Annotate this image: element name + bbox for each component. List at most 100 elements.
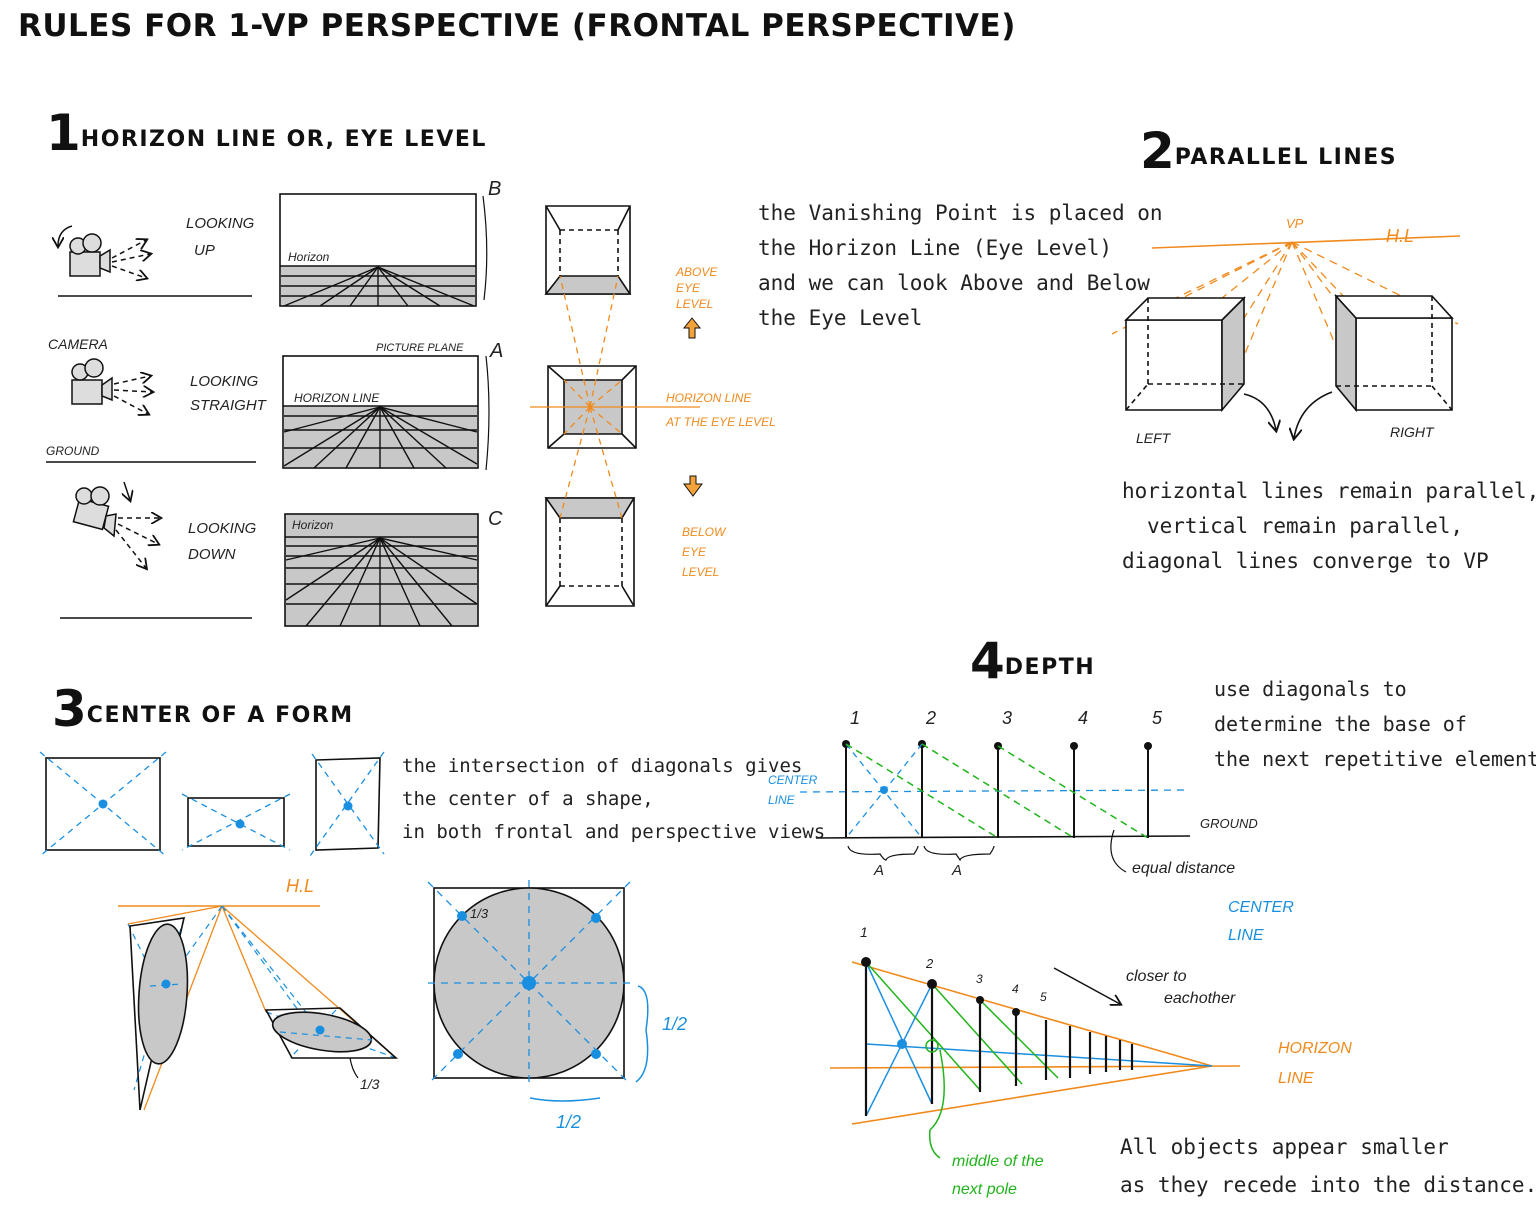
below-eye-level-label: BELOW EYE LEVEL	[682, 522, 725, 582]
ground-label-1: GROUND	[46, 444, 100, 458]
pole-label-5: 5	[1152, 708, 1163, 728]
above-line-2: EYE	[676, 281, 701, 295]
section-4-para2-line-2: as they recede into the distance.	[1120, 1173, 1536, 1197]
pole2-label-2: 2	[926, 956, 934, 971]
third-label-a: 1/3	[360, 1076, 380, 1092]
section-2-diagram	[1111, 235, 1461, 438]
section-2-paragraph: horizontal lines remain parallel, vertic…	[1122, 474, 1536, 579]
above-line-3: LEVEL	[676, 297, 714, 311]
half-label-a: 1/2	[662, 1014, 688, 1034]
letter-c: C	[488, 508, 503, 530]
middle-pole-label: middle of the next pole	[952, 1148, 1044, 1204]
left-label: LEFT	[1136, 430, 1171, 446]
horizon-line-label: HORIZON LINE	[294, 391, 380, 405]
section-3-label: center of a form	[86, 703, 354, 728]
looking-up-line-1: LOOKING	[186, 215, 255, 232]
camera-straight-icon	[71, 358, 152, 414]
pole-label-3: 3	[1002, 708, 1013, 728]
section-1-para-line-4: the Eye Level	[758, 306, 923, 330]
letter-b: B	[488, 178, 502, 200]
horizon-line-4-line-2: LINE	[1278, 1070, 1314, 1087]
horizon-c-label: Horizon	[292, 518, 334, 532]
picture-plane-label: PICTURE PLANE	[376, 342, 464, 354]
hl-label-2: H.L	[1386, 226, 1415, 246]
arrow-up-icon	[682, 317, 702, 339]
section-1-number: 1	[46, 104, 81, 162]
section-2-para-line-2: vertical remain parallel,	[1146, 514, 1464, 538]
looking-straight-line-2: STRAIGHT	[190, 397, 266, 414]
closer-line-2: eachother	[1164, 990, 1236, 1007]
camera-down-icon	[72, 481, 160, 568]
half-label-b: 1/2	[556, 1112, 582, 1132]
section-3-paragraph: the intersection of diagonals gives the …	[402, 750, 825, 849]
section-2-number: 2	[1140, 122, 1175, 180]
looking-straight-line-1: LOOKING	[190, 373, 259, 390]
closer-line-1: closer to	[1126, 968, 1187, 985]
section-1-para-line-2: the Horizon Line (Eye Level)	[758, 236, 1113, 260]
section-4-recession	[829, 957, 1241, 1159]
section-3-para-line-1: the intersection of diagonals gives	[402, 755, 803, 777]
pole2-label-1: 1	[860, 924, 868, 940]
pole-label-4: 4	[1078, 708, 1089, 728]
bracket-b	[482, 195, 488, 301]
section-2-para-line-3: diagonal lines converge to VP	[1122, 549, 1489, 573]
section-4-number: 4	[970, 632, 1005, 690]
bracket-a	[485, 355, 490, 471]
center-line-2-line-2: LINE	[1228, 927, 1264, 944]
picture-plane-b	[279, 193, 477, 307]
section-4-paragraph: use diagonals to determine the base of t…	[1214, 672, 1536, 777]
section-1-heading: 1Horizon line or, Eye level	[46, 104, 487, 162]
picture-plane-c	[284, 513, 479, 627]
right-label: RIGHT	[1390, 424, 1434, 440]
below-line-2: EYE	[682, 545, 707, 559]
pole2-label-5: 5	[1040, 990, 1047, 1004]
cube-above	[544, 205, 632, 295]
center-line-line-2: LINE	[768, 793, 795, 807]
section-1-para-line-1: the Vanishing Point is placed on	[758, 201, 1163, 225]
section-4-paragraph-2: All objects appear smaller as they reced…	[1120, 1128, 1536, 1204]
section-2-heading: 2parallel lines	[1140, 122, 1397, 180]
looking-down-line-2: DOWN	[188, 546, 236, 563]
section-1-label: Horizon line or, Eye level	[80, 127, 487, 152]
letter-a: A	[490, 340, 504, 362]
middle-pole-line-2: next pole	[952, 1181, 1017, 1198]
center-line-label: CENTER LINE	[768, 770, 817, 810]
page-title: RULES FOR 1-VP PERSPECTIVE (FRONTAL PERS…	[18, 8, 1016, 44]
section-1-para-line-3: and we can look Above and Below	[758, 271, 1150, 295]
section-4-heading: 4depth	[970, 632, 1095, 690]
arrow-down-icon	[683, 475, 703, 497]
vp-converging-lines	[530, 275, 700, 519]
vp-label: VP	[1286, 216, 1304, 231]
horizon-line-4-line-1: HORIZON	[1278, 1040, 1352, 1057]
middle-pole-line-1: middle of the	[952, 1153, 1044, 1170]
horizon-line-label-4: HORIZON LINE	[1278, 1034, 1352, 1094]
camera-up-icon	[58, 225, 150, 278]
section-1-paragraph: the Vanishing Point is placed on the Hor…	[758, 196, 1163, 336]
center-line-label-2: CENTER LINE	[1228, 894, 1294, 950]
above-eye-level-label: ABOVE EYE LEVEL	[676, 264, 717, 312]
horizon-at-eye-line-1: HORIZON LINE	[666, 391, 752, 405]
section-2-para-line-1: horizontal lines remain parallel,	[1122, 479, 1536, 503]
section-3-number: 3	[52, 680, 87, 738]
pole-label-1: 1	[850, 708, 861, 728]
looking-up-label: LOOKING UP	[186, 210, 254, 264]
section-2-label: parallel lines	[1174, 145, 1398, 170]
section-3-para-line-3: in both frontal and perspective views	[402, 821, 826, 843]
horizon-at-eye-label: HORIZON LINE AT THE EYE LEVEL	[666, 386, 776, 434]
section-3-para-line-2: the center of a shape,	[402, 788, 654, 810]
section-4-label: depth	[1004, 655, 1096, 680]
center-line-line-1: CENTER	[768, 773, 818, 787]
center-line-2-line-1: CENTER	[1228, 899, 1294, 916]
looking-down-line-1: LOOKING	[188, 520, 257, 537]
looking-up-line-2: UP	[194, 242, 215, 259]
section-4-para-line-3: the next repetitive element	[1214, 747, 1536, 771]
section-3-heading: 3center of a form	[52, 680, 354, 738]
camera-label: CAMERA	[48, 336, 108, 352]
picture-plane-a	[282, 355, 479, 469]
section-4-poles	[799, 740, 1191, 873]
looking-down-label: LOOKING DOWN	[188, 516, 256, 568]
pole2-label-4: 4	[1012, 982, 1019, 996]
gap-a-1: A	[874, 862, 885, 879]
section-4-para-line-1: use diagonals to	[1214, 677, 1407, 701]
